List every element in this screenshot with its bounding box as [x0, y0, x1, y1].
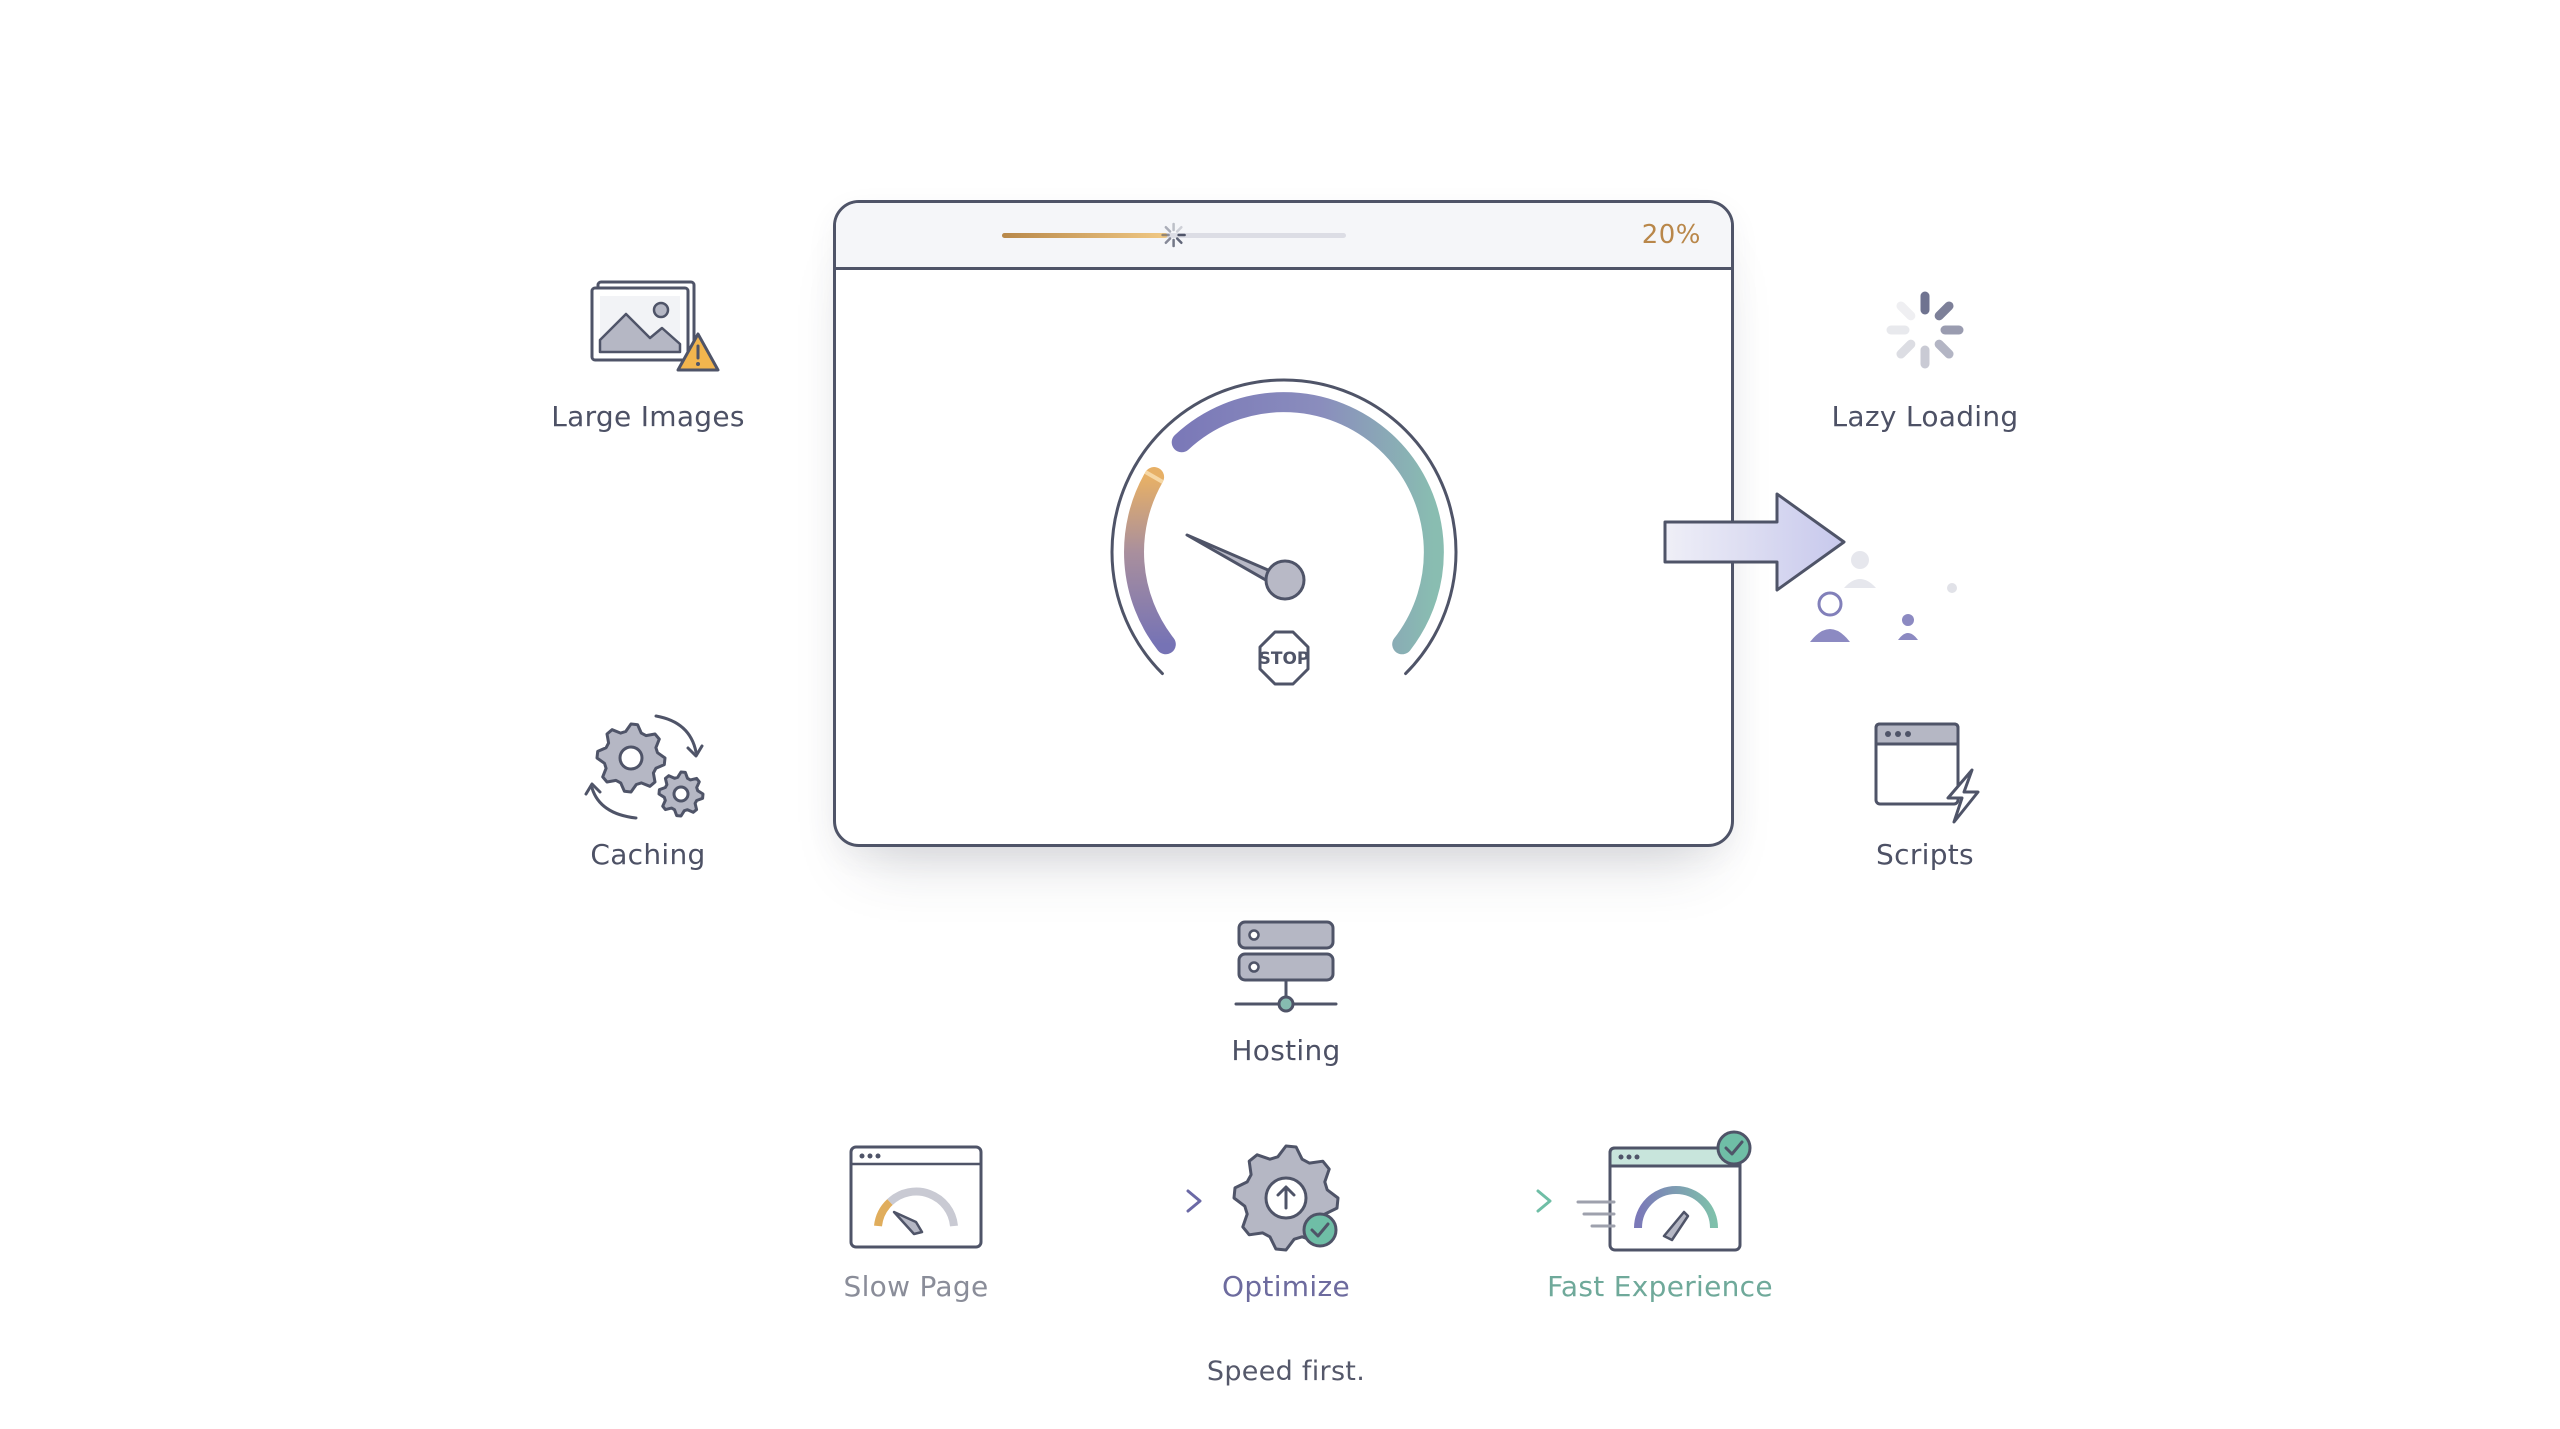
spinner-icon — [1886, 291, 1964, 369]
arrow-users-group — [1663, 492, 1957, 642]
arrow-right-icon — [1663, 492, 1846, 592]
browser-window: 20% — [833, 200, 1734, 847]
flow-arrow-icon — [1010, 1189, 1202, 1213]
server-icon — [1234, 920, 1338, 1013]
users-icon — [1810, 551, 1957, 642]
script-window-icon — [1874, 722, 1980, 824]
label-slow-page: Slow Page — [843, 1270, 989, 1303]
spinner-icon — [1161, 222, 1186, 248]
label-large-images: Large Images — [551, 400, 745, 433]
slow-page-icon — [849, 1145, 983, 1249]
gears-sync-icon — [584, 714, 705, 820]
image-warning-icon — [590, 280, 720, 372]
gauge-marker — [1144, 470, 1164, 484]
gear-icon — [595, 722, 667, 794]
gauge-arc-low — [1124, 467, 1176, 655]
gauge-outer-ring — [1110, 378, 1458, 676]
loading-progress-bar — [1002, 222, 1346, 248]
label-lazy-loading: Lazy Loading — [1831, 400, 2019, 433]
browser-toolbar: 20% — [836, 203, 1731, 270]
gear-icon — [657, 770, 705, 818]
gear-upload-icon — [1232, 1144, 1340, 1252]
label-scripts: Scripts — [1876, 838, 1974, 871]
label-optimize: Optimize — [1222, 1270, 1350, 1303]
gauge-arc-high — [1171, 392, 1444, 655]
caption: Speed first. — [1206, 1356, 1366, 1387]
progress-percent: 20% — [1641, 220, 1701, 250]
speedometer-icon: STOP — [1110, 378, 1458, 686]
label-caching: Caching — [590, 838, 706, 871]
fast-page-icon — [1576, 1130, 1752, 1252]
label-fast-experience: Fast Experience — [1547, 1270, 1773, 1303]
gauge-needle — [1185, 533, 1306, 601]
check-icon — [1716, 1130, 1752, 1166]
check-icon — [1302, 1212, 1338, 1248]
label-hosting: Hosting — [1231, 1034, 1341, 1067]
stop-sign-icon: STOP — [1258, 630, 1310, 686]
flow-arrow-icon — [1368, 1189, 1552, 1213]
stop-sign-label: STOP — [1259, 649, 1310, 669]
